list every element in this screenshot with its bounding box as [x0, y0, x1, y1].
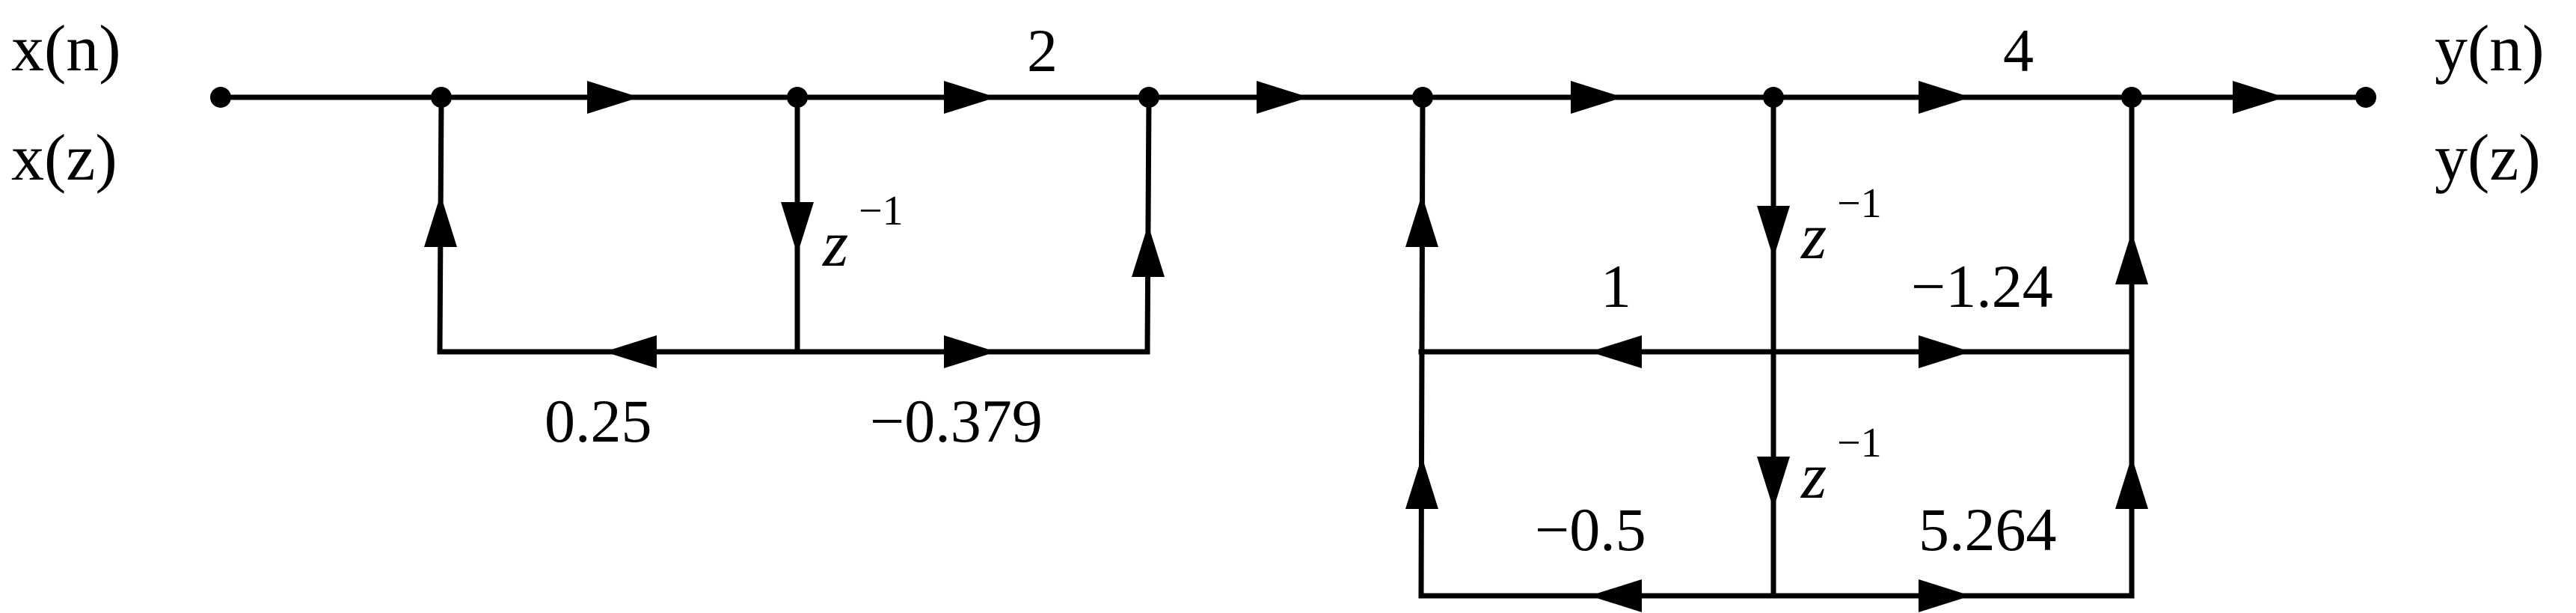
branch-node — [431, 87, 452, 108]
arrow-left-icon — [1589, 335, 1642, 368]
main-arrows — [587, 81, 2285, 114]
arrow-down-icon — [1757, 457, 1790, 509]
gain-label: 5.264 — [1919, 495, 2057, 564]
gain-label: −0.379 — [870, 387, 1043, 455]
arrow-right-icon — [587, 81, 640, 114]
arrow-right-icon — [1571, 81, 1623, 114]
arrow-down-icon — [1757, 206, 1790, 258]
arrow-up-icon — [1405, 195, 1438, 247]
branch-node — [1763, 87, 1784, 108]
branch-node — [1138, 87, 1159, 108]
input-label-z: x(z) — [11, 122, 117, 195]
input-label-time: x(n) — [11, 13, 121, 85]
arrow-up-icon — [2115, 232, 2148, 284]
arrow-right-icon — [1919, 81, 1971, 114]
arrow-right-icon — [1919, 335, 1971, 368]
arrow-left-icon — [604, 335, 657, 368]
output-node — [2355, 87, 2376, 108]
output-label-z: y(z) — [2435, 122, 2541, 195]
section-2 — [1418, 94, 2135, 599]
arrow-down-icon — [781, 202, 814, 254]
nodes — [210, 87, 2376, 108]
gain-label: 0.25 — [545, 387, 652, 455]
delay-label: z — [1800, 440, 1827, 513]
gain-label: −1.24 — [1911, 252, 2053, 320]
delay-label: z — [1800, 201, 1827, 273]
input-node — [210, 87, 231, 108]
arrow-up-icon — [1132, 225, 1165, 277]
arrow-right-icon — [944, 81, 996, 114]
section-2-arrows — [1405, 195, 2148, 612]
arrow-up-icon — [2115, 457, 2148, 509]
delay-exponent: −1 — [1837, 420, 1882, 466]
delay-label: z — [822, 208, 848, 281]
arrow-up-icon — [424, 195, 457, 247]
delay-exponent: −1 — [1837, 180, 1882, 227]
arrow-left-icon — [1589, 579, 1642, 612]
arrow-up-icon — [1405, 457, 1438, 509]
branch-node — [787, 87, 808, 108]
arrow-right-icon — [2233, 81, 2285, 114]
output-label-time: y(n) — [2435, 13, 2545, 85]
arrow-right-icon — [1919, 579, 1971, 612]
gain-label: 1 — [1601, 252, 1631, 320]
gain-label: 2 — [1027, 16, 1058, 85]
arrow-right-icon — [1257, 81, 1309, 114]
gain-label: 4 — [2003, 16, 2034, 85]
branch-node — [1412, 87, 1433, 108]
branch-line — [1418, 94, 1426, 599]
section-1-arrows — [424, 195, 1165, 368]
arrow-right-icon — [944, 335, 996, 368]
branch-node — [2121, 87, 2142, 108]
gain-label: −0.5 — [1535, 495, 1646, 564]
delay-exponent: −1 — [859, 188, 904, 234]
